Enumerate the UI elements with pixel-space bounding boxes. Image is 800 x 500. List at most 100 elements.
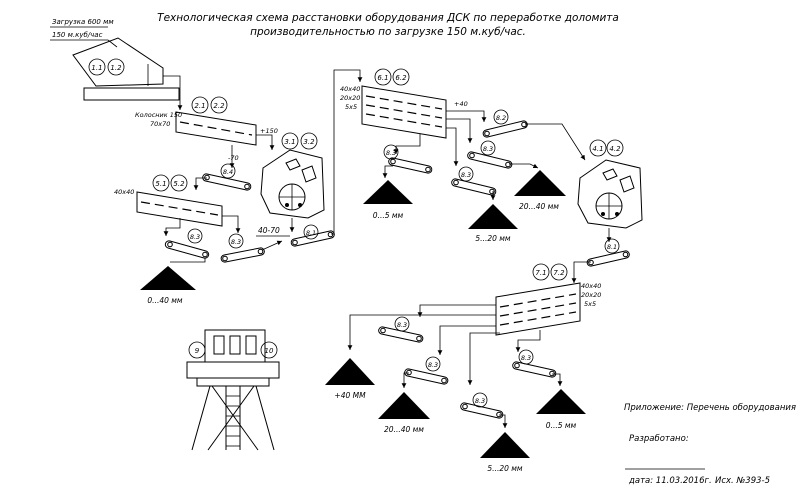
conveyor-to-screen7-arrow — [571, 261, 591, 283]
plus150-note: +150 — [260, 127, 278, 135]
cabin-label-9: 9 — [195, 347, 200, 355]
screen6-20-40-arrow — [446, 118, 473, 143]
screen-6-deck-3 — [365, 113, 443, 128]
conveyor-8-2-marker — [493, 109, 509, 125]
conveyor-8-2-to-cone-arrow — [525, 123, 586, 161]
conveyor-8-3-left-a-label: 8.3 — [190, 233, 200, 241]
grizzly-label-1: 2.1 — [194, 102, 205, 110]
pile-5-20-bottom — [480, 432, 530, 458]
pile-plus40 — [325, 358, 375, 385]
screen7-out-20-40 — [437, 325, 496, 355]
conveyor-8-3-top-c — [451, 178, 497, 196]
conveyor-8-3-bottom-d-label: 8.3 — [521, 354, 531, 362]
grizzly-marker-2 — [210, 96, 228, 114]
grizzly-mesh-note: 70х70 — [150, 120, 170, 128]
jaw-label-2: 3.2 — [303, 138, 315, 146]
pile-plus40-label: +40 ММ — [334, 391, 366, 400]
screen7-label-1: 7.1 — [535, 269, 546, 277]
feed-size-label: Загрузка 600 мм — [52, 18, 114, 26]
screen-5-deck — [140, 201, 219, 216]
conveyor-8-3-top-c-marker — [458, 166, 474, 182]
feed-rate-label: 150 м.куб/час — [52, 31, 103, 39]
conveyor-8-1-right-label: 8.1 — [607, 243, 617, 251]
minus70-note: -70 — [228, 154, 239, 162]
screen6-label-1: 6.1 — [377, 74, 388, 82]
grizzly-to-jaw-arrow — [256, 134, 275, 150]
ref-note: Исх. №393-5 — [715, 476, 770, 486]
conveyor-8-3-bottom-b-label: 8.3 — [428, 361, 438, 369]
screen7-out-5-20 — [467, 332, 500, 385]
jaw-marker-2 — [300, 132, 318, 150]
conveyor-8-3-bottom-b-marker — [425, 356, 441, 372]
to-pile-5-20-bottom-arrow — [499, 414, 508, 428]
conveyor-8-3-bottom-a — [378, 326, 424, 343]
range-40-70-note: 40-70 — [258, 226, 280, 235]
screen7-mesh-1: 40х40 — [581, 282, 601, 290]
pile-20-40-top-label: 20...40 мм — [519, 202, 559, 211]
screen7-label-2: 7.2 — [553, 269, 565, 277]
conveyor-8-3-top-c-label: 8.3 — [461, 171, 471, 179]
grizzly-marker-1 — [191, 96, 209, 114]
screen7-mesh-2: 20х20 — [581, 291, 601, 299]
plus40-note: +40 — [454, 100, 468, 108]
pile-0-5-bottom — [536, 389, 586, 414]
conveyor-8-3-top-b — [388, 157, 433, 174]
screen-7-deck-2 — [499, 302, 577, 317]
to-pile-0-5-top-arrow — [382, 165, 393, 178]
grizzly-note: Колосник 150 — [135, 111, 182, 119]
pile-5-20-top-label: 5...20 мм — [475, 234, 511, 243]
screen6-0-5-arrow — [393, 134, 421, 154]
jaw-label-1: 3.1 — [284, 138, 295, 146]
conveyor-8-3-bottom-c — [460, 402, 504, 419]
cabin-marker-10 — [260, 341, 278, 359]
feeder-to-grizzly-arrow — [163, 75, 183, 110]
screen7-out-1 — [417, 304, 496, 317]
cone-marker-1 — [589, 139, 607, 157]
grizzly-label-2: 2.2 — [213, 102, 225, 110]
conveyor-8-3-top-b-label: 8.3 — [386, 149, 396, 157]
conveyor-8-3-bottom-b — [404, 368, 449, 385]
screen-7 — [495, 282, 581, 336]
title-line-1: Технологическая схема расстановки оборуд… — [157, 12, 619, 24]
conveyor-8-4-label: 8.4 — [223, 168, 233, 176]
screen5-marker-1 — [152, 174, 170, 192]
screen7-out-plus40 — [347, 314, 496, 350]
screen-7-deck-3 — [499, 311, 577, 326]
screen6-mesh-3: 5х5 — [345, 103, 357, 111]
to-pile-20-40-bottom-arrow — [401, 372, 409, 388]
screen-7-deck-1 — [499, 293, 577, 308]
range-40-70-arrow — [261, 240, 283, 251]
developed-note: Разработано: — [629, 434, 689, 444]
cabin-label-10: 10 — [265, 347, 274, 355]
conveyor-8-3-left-b-label: 8.3 — [231, 238, 241, 246]
conveyor-8-3-bottom-c-marker — [472, 392, 488, 408]
jaw-marker-1 — [281, 132, 299, 150]
feeder-marker-2 — [107, 58, 125, 76]
screen-6-deck-1 — [365, 95, 443, 110]
screen5-label-1: 5.1 — [155, 180, 166, 188]
screen6-label-2: 6.2 — [395, 74, 407, 82]
appendix-note: Приложение: Перечень оборудования — [624, 403, 796, 413]
screen5-mesh-note: 40х40 — [114, 188, 134, 196]
screen-6-deck-2 — [365, 104, 443, 119]
to-pile-20-40-top-arrow — [509, 163, 539, 169]
screen5-label-2: 5.2 — [173, 180, 185, 188]
screen7-mesh-3: 5х5 — [584, 300, 596, 308]
pile-0-40 — [140, 266, 196, 290]
jaw-crusher — [260, 149, 325, 219]
cone-marker-2 — [606, 139, 624, 157]
pile-0-5-top-label: 0...5 мм — [373, 211, 404, 220]
pile-20-40-bottom-label: 20...40 мм — [384, 425, 424, 434]
screen5-oversize-arrow — [222, 215, 241, 233]
conveyor-to-pile-0-40-line — [170, 258, 206, 263]
screen6-mesh-1: 40х40 — [340, 85, 360, 93]
screen6-mesh-2: 20х20 — [340, 94, 360, 102]
conveyor-8-1-right-marker — [604, 238, 620, 254]
to-pile-0-5-bottom-arrow — [552, 373, 563, 386]
title-line-2: производительностью по загрузке 150 м.ку… — [250, 26, 526, 38]
screen6-marker-1 — [374, 68, 392, 86]
screen5-marker-2 — [170, 174, 188, 192]
screen6-marker-2 — [392, 68, 410, 86]
screen7-out-0-5 — [515, 330, 541, 352]
cone-label-2: 4.2 — [609, 145, 621, 153]
